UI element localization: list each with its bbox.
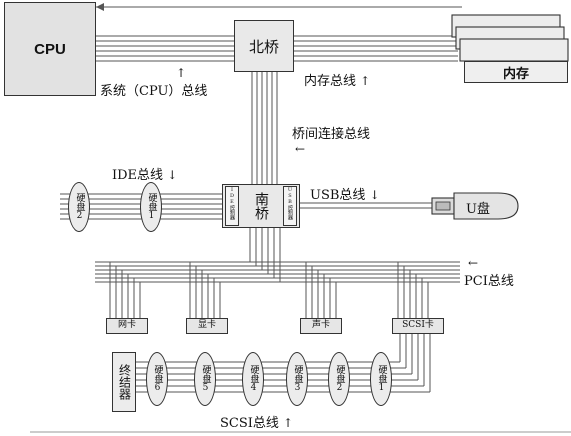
network-card: 网卡 — [106, 318, 148, 334]
usb-controller: USB控制器 — [283, 186, 297, 226]
memory-box: 内存 — [464, 61, 568, 83]
cpu-box: CPU — [4, 2, 96, 96]
scsi-disk-2: 硬盘2 — [328, 352, 350, 406]
scsi-disk-5: 硬盘5 — [194, 352, 216, 406]
north-bridge-box: 北桥 — [234, 20, 294, 72]
ide-disk-2: 硬盘2 — [68, 182, 90, 232]
usb-bus-arrow-icon: ↓ — [369, 188, 380, 202]
scsi-bus-label: SCSI总线 ↑ — [220, 416, 294, 431]
south-bridge-box: IDE控制器 南桥 USB控制器 — [222, 184, 300, 228]
sound-card-label: 声卡 — [311, 320, 330, 330]
scsi-disk-3: 硬盘3 — [286, 352, 308, 406]
scsi-disk-4: 硬盘4 — [242, 352, 264, 406]
scsi-disk-6: 硬盘6 — [146, 352, 168, 406]
network-card-label: 网卡 — [117, 320, 136, 330]
scsi-card-label: SCSI卡 — [402, 320, 434, 330]
pci-bus-label: PCI总线 — [464, 274, 514, 289]
ide-bus-label: IDE总线 ↓ — [112, 168, 178, 183]
ide-bus-arrow-icon: ↓ — [167, 168, 178, 182]
system-bus-label: 系统（CPU）总线 — [100, 84, 208, 99]
video-card: 显卡 — [186, 318, 228, 334]
scsi-card: SCSI卡 — [392, 318, 444, 334]
sound-card: 声卡 — [300, 318, 342, 334]
north-bridge-label: 北桥 — [248, 37, 279, 56]
pci-bus-arrow-icon: ← — [468, 256, 479, 270]
bridge-bus-label: 桥间连接总线 — [292, 127, 371, 142]
memory-bus-arrow-icon: ↑ — [360, 74, 371, 88]
cpu-label: CPU — [34, 40, 66, 58]
ide-disk-1: 硬盘1 — [140, 182, 162, 232]
usb-disk-label: U盘 — [466, 202, 490, 217]
memory-bus-label: 内存总线 ↑ — [304, 74, 371, 89]
scsi-disk-1: 硬盘1 — [370, 352, 392, 406]
south-bridge-label: 南桥 — [253, 192, 269, 220]
video-card-label: 显卡 — [197, 320, 216, 330]
usb-controller-label: USB控制器 — [287, 187, 293, 220]
usb-bus-label: USB总线 ↓ — [310, 188, 380, 203]
terminator-label: 终结器 — [117, 364, 132, 400]
terminator-box: 终结器 — [112, 352, 136, 412]
ide-controller: IDE控制器 — [225, 186, 239, 226]
memory-label: 内存 — [502, 66, 529, 82]
scsi-bus-arrow-icon: ↑ — [283, 416, 294, 430]
system-bus-arrow-icon: ↑ — [176, 66, 187, 80]
ide-controller-label: IDE控制器 — [229, 187, 235, 220]
bridge-bus-arrow-icon: ← — [295, 142, 306, 156]
